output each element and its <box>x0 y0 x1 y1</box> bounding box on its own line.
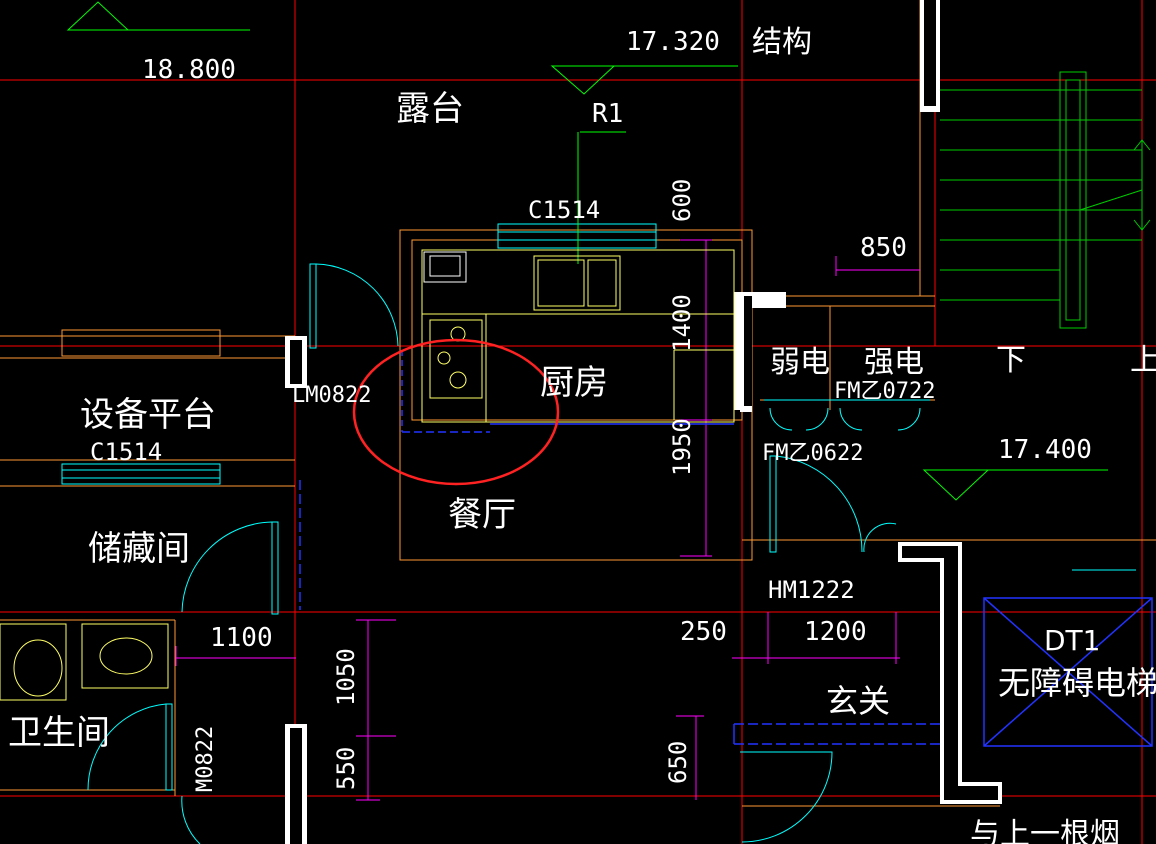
door-code-bathroom: M0822 <box>193 726 218 792</box>
window-code-platform: C1514 <box>90 438 162 466</box>
door-code-strong: FM乙0722 <box>834 379 935 404</box>
terrace-label: 露台 <box>396 89 464 129</box>
stair-up-label: 上 <box>1130 343 1156 378</box>
elevation-top-left: 18.800 <box>142 55 236 85</box>
strong-current-label: 强电 <box>864 345 924 380</box>
windows <box>61 223 1136 571</box>
dim-250: 250 <box>680 617 727 647</box>
dim-600: 600 <box>668 179 696 222</box>
hidden-lines <box>299 350 940 745</box>
roof-tag: R1 <box>592 99 623 129</box>
dim-1950: 1950 <box>668 418 696 476</box>
equipment-platform-label: 设备平台 <box>80 395 216 435</box>
dim-1100: 1100 <box>210 623 273 653</box>
elevator-name-label: 无障碍电梯 <box>998 664 1156 702</box>
doors <box>87 263 930 844</box>
bathroom-label: 卫生间 <box>8 713 110 753</box>
fixtures <box>0 249 735 701</box>
dim-850: 850 <box>860 233 907 263</box>
annotations <box>66 1 1108 501</box>
dim-650: 650 <box>664 741 692 784</box>
structure-label: 结构 <box>752 25 812 60</box>
dining-label: 餐厅 <box>448 495 516 535</box>
dim-1200: 1200 <box>804 617 867 647</box>
door-code-weak: FM乙0622 <box>762 441 863 466</box>
storage-label: 储藏间 <box>88 529 190 569</box>
highlight-circle <box>352 338 560 486</box>
stair-down-label: 下 <box>996 343 1026 378</box>
stair <box>940 71 1151 329</box>
dim-550: 550 <box>332 747 360 790</box>
window-code-kitchen: C1514 <box>528 196 600 224</box>
door-code-kitchen: LM0822 <box>292 383 371 408</box>
elevator-code-label: DT1 <box>1044 624 1100 657</box>
foyer-label: 玄关 <box>826 682 890 720</box>
weak-current-label: 弱电 <box>770 345 830 380</box>
door-code-entry: HM1222 <box>768 576 855 604</box>
dimension-lines <box>175 239 920 801</box>
elevation-right: 17.400 <box>998 435 1092 465</box>
dim-1400: 1400 <box>668 294 696 352</box>
kitchen-label: 厨房 <box>540 363 608 403</box>
dim-1050: 1050 <box>332 648 360 706</box>
elevation-top-mid: 17.320 <box>626 27 720 57</box>
elevator-shaft <box>983 597 1153 747</box>
wall-hollows <box>290 0 998 844</box>
watermark-text: 与上一根烟 <box>970 817 1120 844</box>
